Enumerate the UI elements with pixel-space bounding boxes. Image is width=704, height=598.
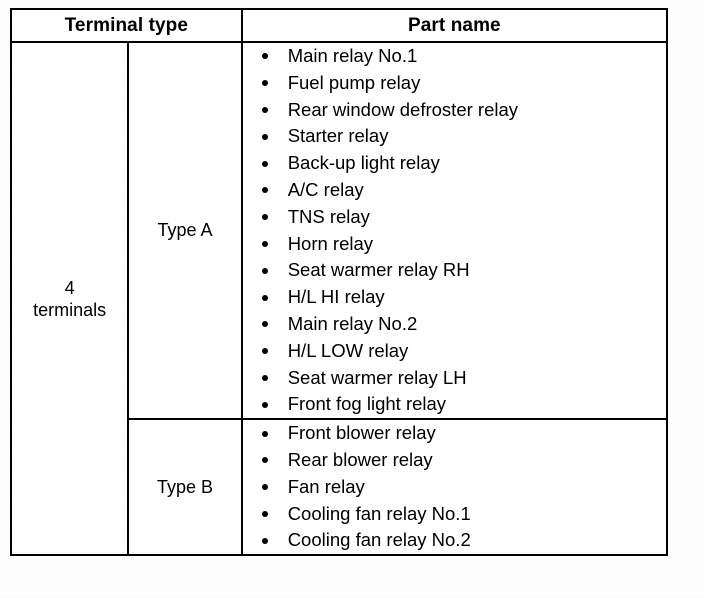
part-name-cell-a: Main relay No.1 Fuel pump relay Rear win… [240,40,669,421]
part-name-text: Rear blower relay [287,448,433,470]
part-name-text: Fan relay [287,475,365,497]
bullet-icon [261,187,268,194]
bullet-icon [261,510,268,517]
list-item: Cooling fan relay No.1 [243,501,666,528]
type-label-cell-a: Type A [127,40,243,421]
part-name-text: Starter relay [287,125,389,147]
table-row: 4 terminals Type A Main relay No.1 Fuel … [9,40,669,557]
list-item: Main relay No.2 [243,311,666,338]
bullet-icon [261,374,268,381]
bullet-icon [261,537,268,544]
bullet-icon [261,294,268,301]
part-name-text: Seat warmer relay RH [287,259,470,281]
list-item: Starter relay [243,123,666,150]
bullet-icon [261,133,268,140]
part-name-text: Cooling fan relay No.2 [287,529,471,551]
part-name-text: A/C relay [287,178,364,200]
list-item: H/L LOW relay [243,338,666,365]
bullet-icon [261,457,268,464]
list-item: Rear blower relay [243,447,666,474]
bullet-icon [261,401,268,408]
part-name-text: Rear window defroster relay [287,98,519,120]
list-item: A/C relay [243,177,666,204]
part-name-text: Front fog light relay [287,393,447,415]
relay-terminal-table: Terminal type Part name 4 terminals Type… [9,8,669,557]
bullet-icon [261,321,268,328]
bullet-icon [261,240,268,247]
list-item: Seat warmer relay RH [243,257,666,284]
type-label-cell-b: Type B [127,418,243,557]
part-name-text: Main relay No.2 [287,312,418,334]
part-name-text: H/L HI relay [287,286,385,308]
terminal-unit: terminals [33,299,107,320]
part-name-text: Front blower relay [287,422,436,444]
terminal-type-cell: 4 terminals [9,40,130,557]
part-name-text: TNS relay [287,205,370,227]
bullet-icon [261,348,268,355]
list-item: Front blower relay [243,420,666,447]
list-item: Fuel pump relay [243,70,666,97]
part-name-text: H/L LOW relay [287,339,409,361]
bullet-icon [261,267,268,274]
bullet-icon [261,160,268,167]
bullet-icon [261,430,268,437]
list-item: Seat warmer relay LH [243,365,666,392]
table-body: 4 terminals Type A Main relay No.1 Fuel … [9,40,669,557]
list-item: Fan relay [243,474,666,501]
part-name-text: Fuel pump relay [287,71,421,93]
bullet-icon [261,106,268,113]
part-name-text: Back-up light relay [287,152,440,174]
list-item: H/L HI relay [243,284,666,311]
part-name-text: Main relay No.1 [287,45,418,66]
list-item: Main relay No.1 [243,43,666,70]
list-item: Horn relay [243,231,666,258]
header-row: Terminal type Part name [10,8,669,43]
list-item: Cooling fan relay No.2 [243,527,666,554]
bullet-icon [261,484,268,491]
bullet-icon [261,214,268,221]
part-list-type-b: Front blower relay Rear blower relay Fan… [243,420,666,554]
part-name-text: Cooling fan relay No.1 [287,502,471,524]
list-item: Front fog light relay [243,391,666,418]
part-list-type-a: Main relay No.1 Fuel pump relay Rear win… [243,43,666,418]
list-item: TNS relay [243,204,666,231]
bullet-icon [261,53,268,60]
column-header-terminal-type: Terminal type [10,8,243,43]
part-name-text: Horn relay [287,232,374,254]
column-header-part-name: Part name [240,8,669,43]
list-item: Rear window defroster relay [243,97,666,124]
terminal-count: 4 [64,277,75,298]
part-name-text: Seat warmer relay LH [287,366,467,388]
part-name-cell-b: Front blower relay Rear blower relay Fan… [240,418,669,557]
table-row: Type B Front blower relay Rear blower re… [11,418,669,557]
list-item: Back-up light relay [243,150,666,177]
bullet-icon [261,80,268,87]
table-header: Terminal type Part name [10,8,669,43]
